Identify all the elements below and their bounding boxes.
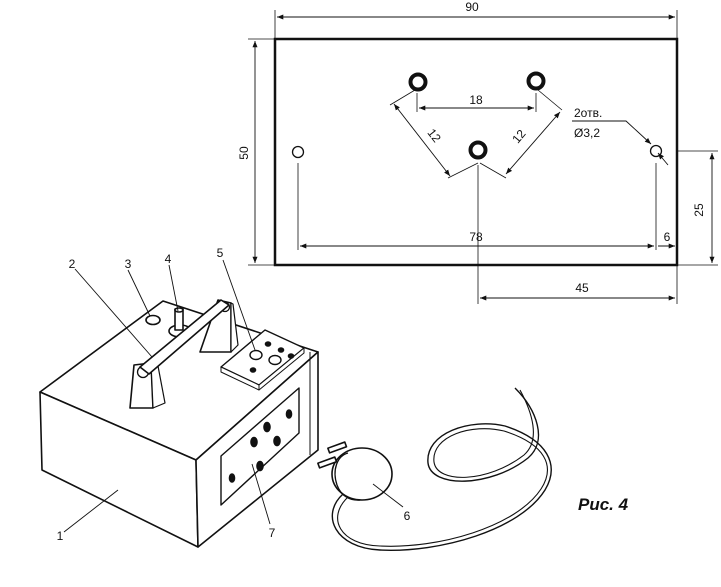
dim-6: 6 — [664, 230, 671, 244]
plug-pin-1 — [317, 456, 338, 469]
dim-18: 18 — [469, 93, 483, 107]
panel-outline — [273, 37, 679, 267]
dim-78: 78 — [469, 230, 483, 244]
side-panel — [220, 387, 300, 506]
callout-1: 1 — [57, 529, 64, 543]
plug-pin-2 — [327, 441, 348, 454]
hole-note-diameter: Ø3,2 — [574, 126, 600, 140]
figure-caption: Рис. 4 — [578, 495, 629, 514]
hole-note-leader — [572, 120, 652, 145]
callout-2: 2 — [69, 257, 76, 271]
mount-hole-left — [291, 145, 305, 159]
dim-25: 25 — [692, 203, 706, 217]
panel-drawing — [248, 10, 718, 304]
dim-90: 90 — [465, 0, 479, 14]
dim-line-12-right — [505, 111, 561, 175]
mount-hole-right — [649, 144, 663, 158]
callout-5: 5 — [217, 246, 224, 260]
callout-6: 6 — [404, 509, 411, 523]
dim-50: 50 — [237, 146, 251, 160]
hole-top-right — [526, 71, 546, 91]
handle-bar — [139, 299, 230, 375]
dim-12-right: 12 — [509, 127, 529, 146]
device-illustration — [39, 299, 552, 551]
hole-center — [468, 140, 488, 160]
hole-note-count: 2отв. — [574, 106, 602, 120]
knob — [145, 314, 161, 326]
callout-3: 3 — [125, 257, 132, 271]
callout-leaders — [63, 259, 404, 533]
power-cord — [331, 387, 552, 551]
hole-top-left — [408, 72, 428, 92]
dim-45: 45 — [575, 281, 589, 295]
callout-4: 4 — [165, 252, 172, 266]
dim-line-12-left — [393, 103, 451, 177]
dim-12-left: 12 — [425, 126, 444, 145]
callout-7: 7 — [269, 526, 276, 540]
